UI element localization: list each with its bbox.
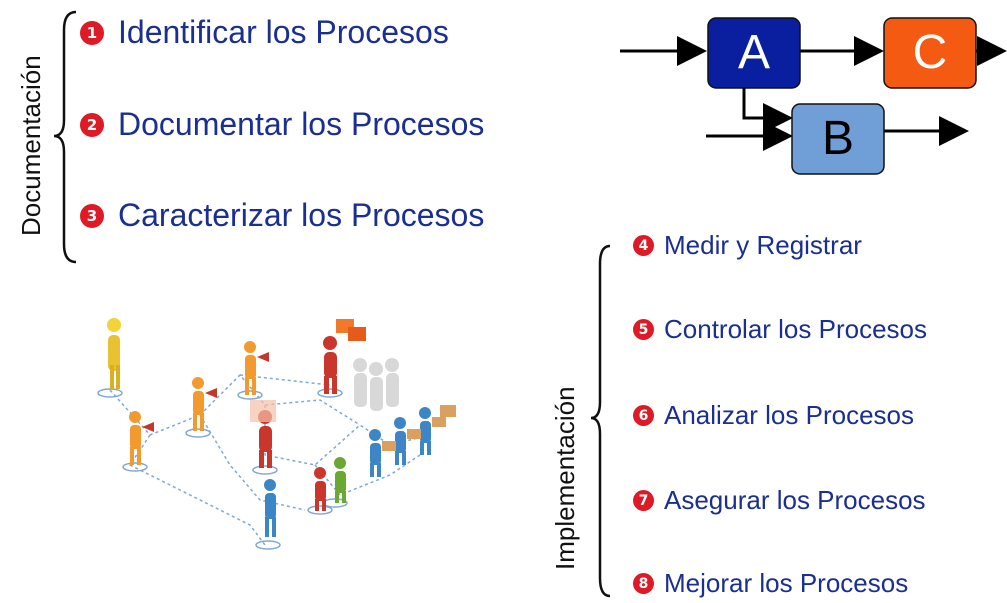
step-controlar: 5 Controlar los Procesos: [633, 314, 927, 345]
documentacion-label: Documentación: [16, 55, 46, 236]
step-number-badge: 1: [80, 20, 104, 45]
step-medir: 4 Medir y Registrar: [633, 230, 862, 261]
flow-node-a-label: A: [738, 26, 770, 79]
documentacion-brace: [53, 10, 77, 264]
step-number-badge: 5: [633, 319, 654, 340]
step-mejorar: 8 Mejorar los Procesos: [633, 568, 908, 599]
step-text: Caracterizar los Procesos: [118, 197, 485, 233]
step-text: Documentar los Procesos: [118, 106, 485, 142]
step-analizar: 6 Analizar los Procesos: [633, 400, 914, 431]
step-text: Asegurar los Procesos: [664, 485, 926, 515]
step-number-badge: 8: [633, 573, 654, 594]
step-caracterizar: 3 Caracterizar los Procesos: [80, 197, 484, 234]
implementacion-brace: [590, 244, 611, 598]
step-text: Mejorar los Procesos: [664, 568, 909, 598]
flow-node-a: [707, 17, 801, 89]
step-identificar: 1 Identificar los Procesos: [80, 14, 449, 51]
step-text: Medir y Registrar: [664, 230, 862, 260]
flow-node-c: [883, 17, 977, 89]
flow-node-c-label: C: [913, 26, 948, 79]
step-text: Controlar los Procesos: [664, 314, 927, 344]
step-text: Analizar los Procesos: [664, 400, 914, 430]
step-number-badge: 7: [633, 490, 654, 511]
step-asegurar: 7 Asegurar los Procesos: [633, 485, 926, 516]
flow-node-b-label: B: [822, 112, 854, 165]
step-number-badge: 6: [633, 405, 654, 426]
implementacion-label: Implementación: [550, 386, 580, 570]
step-number-badge: 2: [80, 112, 104, 137]
step-documentar: 2 Documentar los Procesos: [80, 106, 484, 143]
process-flow-diagram: A C B: [620, 17, 1007, 175]
process-network-people-illustration: [97, 318, 456, 550]
step-text: Identificar los Procesos: [118, 14, 449, 50]
flow-arrow-a-b: [742, 88, 793, 133]
step-number-badge: 4: [633, 235, 654, 256]
step-number-badge: 3: [80, 203, 104, 228]
flow-node-b: [791, 103, 885, 175]
